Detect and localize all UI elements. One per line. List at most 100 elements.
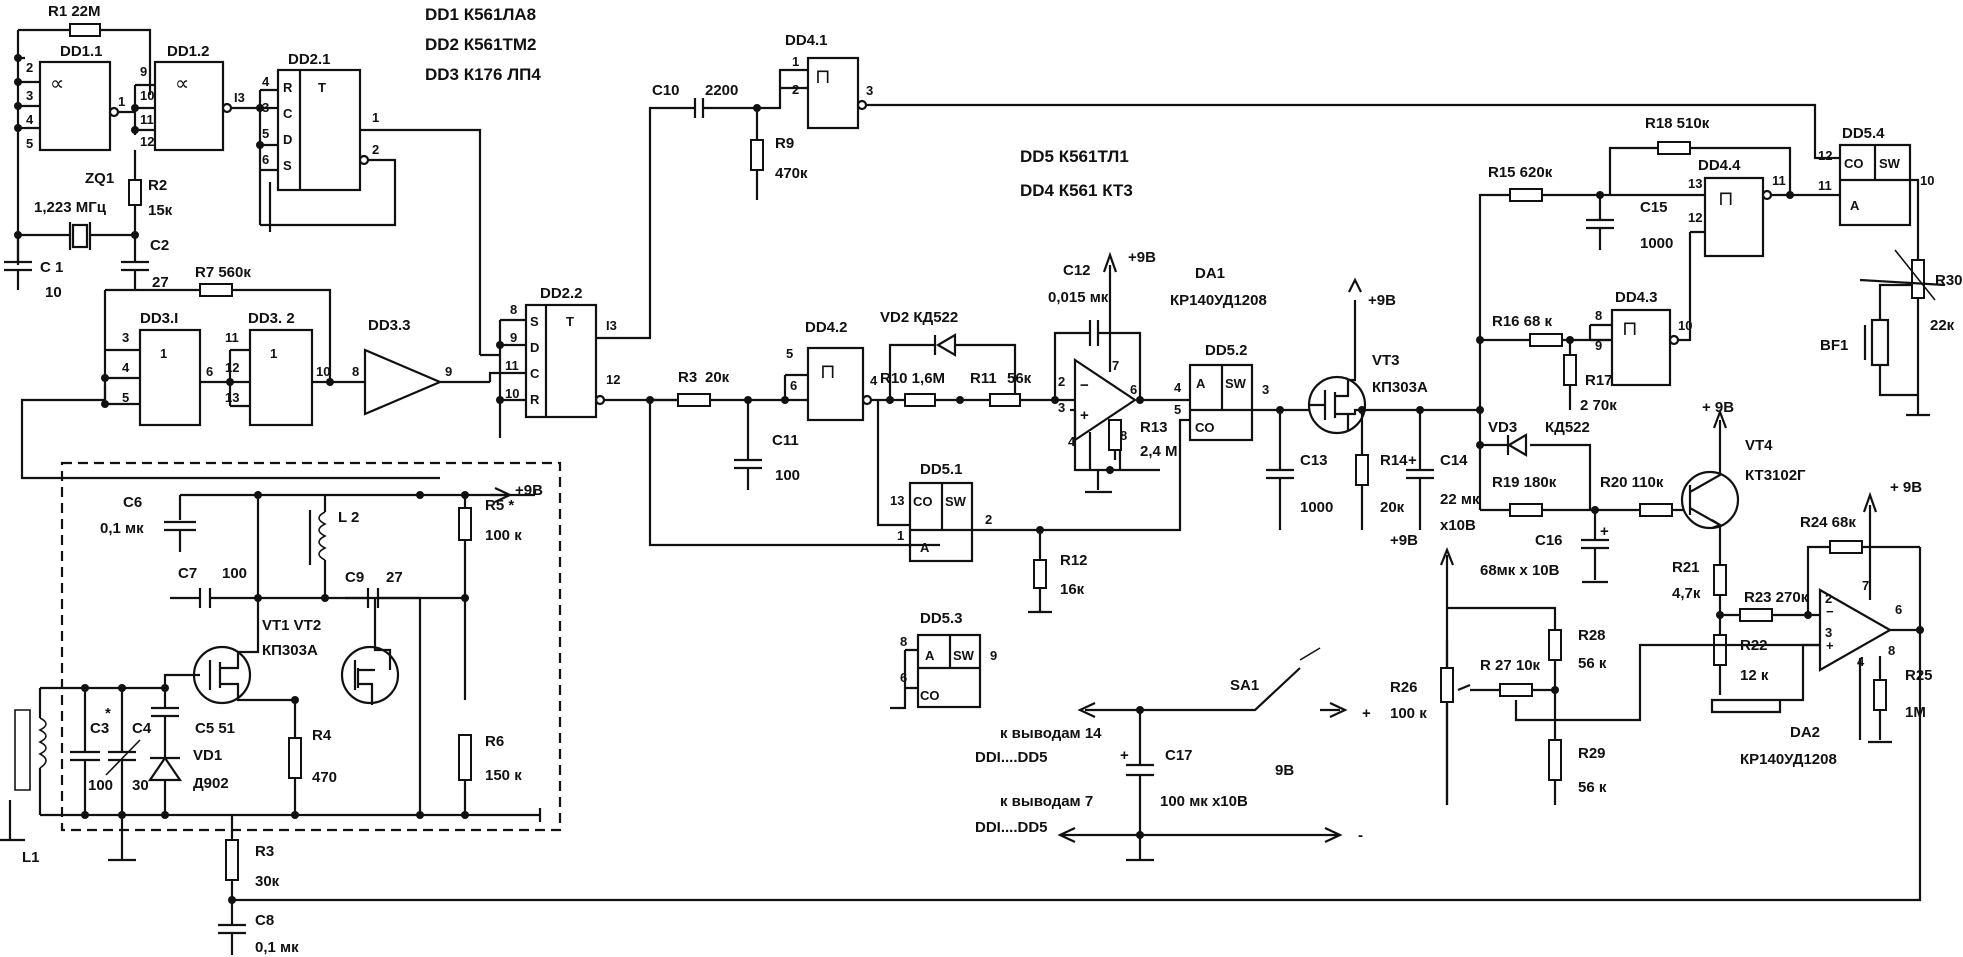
- label-r11-value: 56к: [1007, 370, 1032, 387]
- label-da1: DA1: [1195, 265, 1225, 282]
- label-c8: C8: [255, 912, 274, 929]
- label-r14: R14: [1380, 452, 1408, 469]
- label-c10-value: 2200: [705, 82, 738, 99]
- label-vt1-vt2: VT1 VT2: [262, 617, 321, 634]
- svg-text:D: D: [530, 340, 539, 355]
- label-vd1: VD1: [193, 747, 222, 764]
- svg-text:T: T: [566, 314, 574, 329]
- label-r18: R18 510к: [1645, 115, 1710, 132]
- svg-text:13: 13: [1688, 176, 1702, 191]
- svg-text:9: 9: [140, 64, 147, 79]
- label-r29-value: 56 к: [1578, 779, 1607, 796]
- dd5-3-unused: DD5.3 A SW CO 8 6 9: [890, 610, 997, 710]
- svg-text:9: 9: [990, 648, 997, 663]
- label-c14-value: 22 мк: [1440, 491, 1480, 508]
- label-r15: R15 620к: [1488, 164, 1553, 181]
- label-c14: C14: [1440, 452, 1468, 469]
- label-r2: R2: [148, 177, 167, 194]
- svg-text:11: 11: [1818, 178, 1832, 193]
- svg-text:SW: SW: [945, 494, 967, 509]
- svg-text:6: 6: [262, 152, 269, 167]
- label-da1-type: КР140УД1208: [1170, 292, 1267, 309]
- label-r17-value: 2 70к: [1580, 397, 1617, 414]
- label-r26-value: 100 к: [1390, 705, 1427, 722]
- label-c12: C12: [1063, 262, 1091, 279]
- svg-text:A: A: [1850, 198, 1860, 213]
- label-c13: C13: [1300, 452, 1328, 469]
- label-dd3-2: DD3. 2: [248, 310, 295, 327]
- label-r9-value: 470к: [775, 165, 808, 182]
- detector-and-da2-block: VD3 КД522 R19 180к + C16 68мк х 10В R20 …: [232, 399, 1933, 902]
- label-c3: C3: [90, 720, 109, 737]
- svg-text:1: 1: [897, 528, 904, 543]
- svg-text:+: +: [1600, 523, 1609, 540]
- label-vt4: VT4: [1745, 437, 1773, 454]
- label-r12-value: 16к: [1060, 581, 1085, 598]
- label-l1: L1: [22, 849, 40, 866]
- label-r23: R23 270к: [1744, 589, 1809, 606]
- label-r6-value: 150 к: [485, 767, 522, 784]
- svg-text:5: 5: [786, 346, 793, 361]
- note-dd1: DD1 К561ЛА8: [425, 5, 536, 24]
- label-9v-a: +9В: [1128, 249, 1156, 266]
- label-r24: R24 68к: [1800, 514, 1856, 531]
- label-dd3-3: DD3.3: [368, 317, 411, 334]
- svg-text:12: 12: [140, 134, 154, 149]
- label-c12-value: 0,015 мк: [1048, 289, 1109, 306]
- label-r19: R19 180к: [1492, 474, 1557, 491]
- label-dd5-4: DD5.4: [1842, 125, 1885, 142]
- rf-detector-block: +9В C6 0,1 мк L 2 C7 100 C9 27 VT1 VT2 К…: [0, 461, 562, 956]
- svg-text:1: 1: [792, 54, 799, 69]
- svg-text:3: 3: [26, 88, 33, 103]
- svg-text:10: 10: [316, 364, 330, 379]
- label-r21-value: 4,7к: [1672, 585, 1701, 602]
- label-c7: C7: [178, 565, 197, 582]
- label-zq1-freq: 1,223 МГц: [34, 199, 107, 216]
- svg-text:11: 11: [140, 112, 154, 127]
- label-r30-value: 22к: [1930, 317, 1955, 334]
- label-c2: C2: [150, 237, 169, 254]
- label-c15: C15: [1640, 199, 1668, 216]
- svg-text:4: 4: [26, 112, 34, 127]
- label-c14-voltage: х10В: [1440, 517, 1476, 534]
- svg-text:1: 1: [270, 346, 277, 361]
- note-dd5: DD5 К561ТЛ1: [1020, 147, 1129, 166]
- svg-text:1: 1: [372, 110, 379, 125]
- svg-text:+: +: [1080, 407, 1089, 424]
- svg-text:−: −: [1080, 377, 1089, 394]
- svg-text:2: 2: [1825, 591, 1832, 606]
- svg-text:⊓: ⊓: [820, 361, 836, 383]
- label-c4: C4: [132, 720, 152, 737]
- label-r27: R 27 10к: [1480, 657, 1541, 674]
- svg-text:∝: ∝: [50, 73, 64, 95]
- label-vt3-type: КП303А: [1372, 379, 1428, 396]
- dd3-schmitt-chain: R7 560к DD3.I 1 3 4 5 6 DD3. 2 1 11 12 1…: [20, 264, 490, 480]
- svg-text:10: 10: [140, 88, 154, 103]
- label-r2-value: 15к: [148, 202, 173, 219]
- svg-text:SW: SW: [1225, 376, 1247, 391]
- svg-text:SW: SW: [953, 648, 975, 663]
- svg-text:5: 5: [26, 136, 33, 151]
- svg-text:2: 2: [985, 512, 992, 527]
- label-r3a: R3: [678, 369, 697, 386]
- svg-text:10: 10: [1920, 173, 1934, 188]
- dd4-2-integrator: R3 20к C11 100 ⊓ DD4.2 5 6 4 DD5.1 CO SW…: [646, 319, 1190, 614]
- svg-text:1: 1: [118, 94, 125, 109]
- label-r4-value: 470: [312, 769, 337, 786]
- label-bf1: BF1: [1820, 337, 1848, 354]
- label-da2: DA2: [1790, 724, 1820, 741]
- dd5-2-switch: DD5.2 A SW CO 4 5 3 C13 1000 +9В VT3 КП3…: [1174, 277, 1480, 534]
- label-vt4-type: КТ3102Г: [1745, 467, 1806, 484]
- svg-text:12: 12: [1688, 210, 1702, 225]
- label-r28-value: 56 к: [1578, 655, 1607, 672]
- label-plus: +: [1362, 705, 1371, 722]
- da1-amplifier: VD2 КД522 R10 1,6М R11 56к C12 0,015 мк …: [880, 249, 1267, 494]
- label-c17-value: 100 мк х10В: [1160, 793, 1248, 810]
- svg-text:CO: CO: [920, 688, 940, 703]
- label-9v-d: + 9В: [1890, 479, 1922, 496]
- label-vt3: VT3: [1372, 352, 1400, 369]
- tone-generator-block: R15 620к R16 68 к C15 1000 R18 510к ⊓ DD…: [1476, 115, 1963, 417]
- label-dd4-2: DD4.2: [805, 319, 848, 336]
- svg-text:6: 6: [790, 378, 797, 393]
